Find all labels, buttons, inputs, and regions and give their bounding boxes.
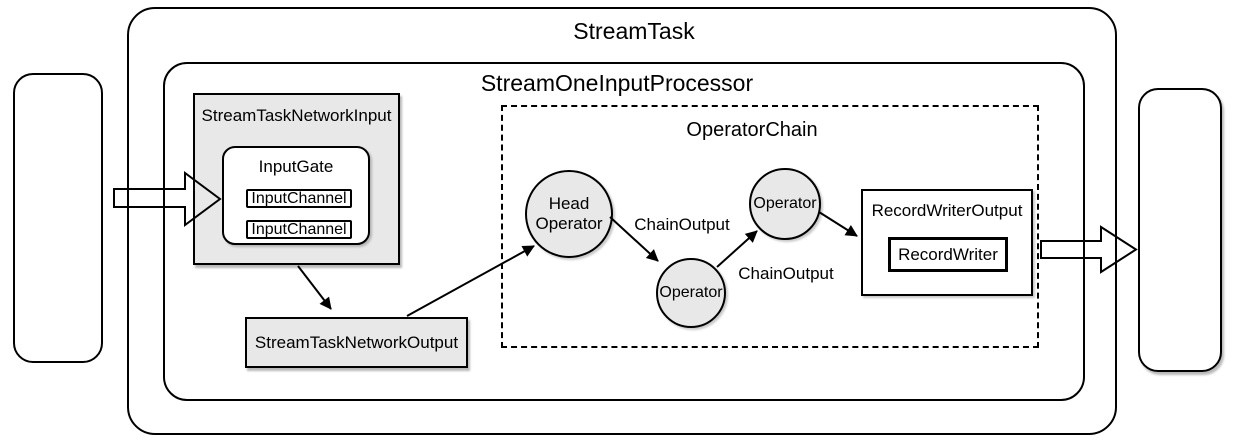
input-gate-title: InputGate	[258, 157, 334, 176]
network-output-box: StreamTaskNetworkOutput	[245, 317, 468, 368]
operator-chain-box: OperatorChain	[501, 105, 1039, 348]
head-operator-node: Head Operator	[525, 170, 613, 258]
operator-chain-title: OperatorChain	[686, 119, 818, 141]
chain-output-label: ChainOutput	[634, 215, 730, 234]
operator-node: Operator	[656, 258, 726, 328]
input-channel-box: InputChannel	[246, 189, 352, 208]
network-input-title: StreamTaskNetworkInput	[201, 106, 392, 125]
input-channel-box: InputChannel	[246, 220, 352, 239]
chain-output-label: ChainOutput	[738, 264, 834, 283]
stream-one-input-processor-title: StreamOneInputProcessor	[480, 70, 754, 96]
stream-task-title: StreamTask	[573, 18, 695, 44]
downstream-task-box	[1138, 88, 1222, 372]
upstream-task-box	[13, 73, 103, 363]
operator-node: Operator	[749, 168, 821, 240]
input-gate-box: InputGate InputChannel InputChannel	[222, 146, 370, 245]
record-writer-box: RecordWriter	[888, 237, 1008, 272]
record-writer-output-box: RecordWriterOutput RecordWriter	[861, 189, 1033, 296]
record-writer-output-title: RecordWriterOutput	[871, 201, 1023, 220]
